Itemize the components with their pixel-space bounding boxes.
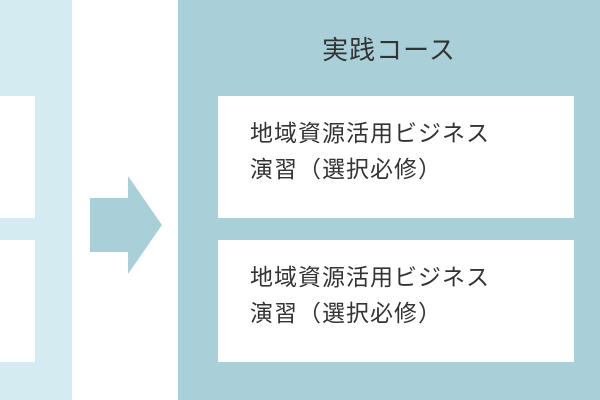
course-box-1: 地域資源活用ビジネス 演習（選択必修） [218, 96, 574, 218]
course-name-line-1: 地域資源活用ビジネス [250, 265, 490, 291]
course-box-2: 地域資源活用ビジネス 演習（選択必修） [218, 240, 574, 362]
course-name-line-2: 演習（選択必修） [250, 157, 442, 183]
left-course-box-2 [0, 240, 35, 362]
course-name-line-2: 演習（選択必修） [250, 301, 442, 327]
left-panel [0, 0, 72, 400]
panel-title: 実践コース [322, 36, 456, 66]
course-name-line-1: 地域資源活用ビジネス [250, 121, 490, 147]
practice-course-panel: 実践コース 地域資源活用ビジネス 演習（選択必修） 地域資源活用ビジネス 演習（… [178, 0, 600, 400]
arrow-right-icon [90, 176, 162, 274]
left-course-box-1 [0, 96, 35, 218]
